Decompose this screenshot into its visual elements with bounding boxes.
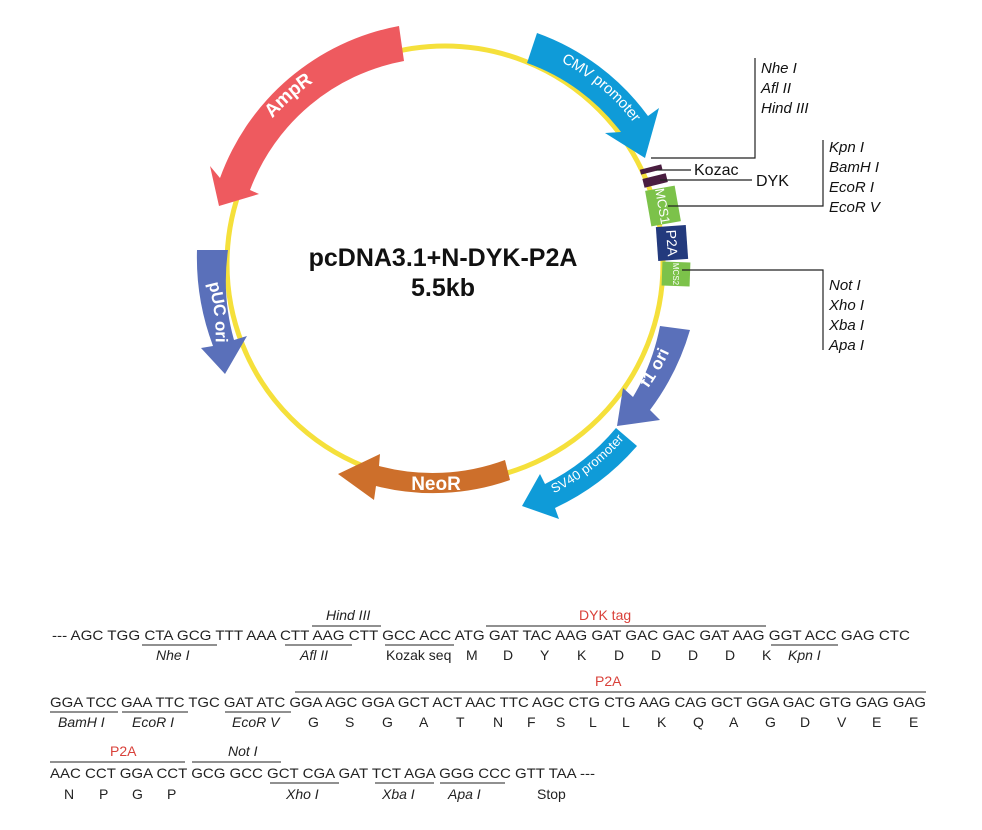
- svg-text:BamH I: BamH I: [829, 159, 879, 176]
- svg-text:Apa I: Apa I: [828, 337, 864, 354]
- seq-line2-ecori: EcoR I: [132, 714, 174, 730]
- seq-line2-bam: BamH I: [58, 714, 105, 730]
- seq-line3-stop: Stop: [537, 786, 566, 802]
- svg-text:A: A: [419, 714, 429, 730]
- svg-text:N: N: [64, 786, 74, 802]
- svg-text:A: A: [729, 714, 739, 730]
- cmv-promoter-arrow: [527, 33, 659, 158]
- svg-text:Q: Q: [693, 714, 704, 730]
- svg-text:K: K: [657, 714, 667, 730]
- svg-text:Xba I: Xba I: [828, 317, 864, 334]
- seq-line1-afl: Afl II: [299, 647, 328, 663]
- seq-line2-ecorv: EcoR V: [232, 714, 281, 730]
- svg-text:P: P: [167, 786, 176, 802]
- svg-text:EcoR I: EcoR I: [829, 179, 874, 196]
- p2a-label: P2A: [663, 229, 681, 257]
- svg-text:Y: Y: [540, 647, 550, 663]
- seq-line2-label-p2a: P2A: [595, 673, 622, 689]
- svg-text:D: D: [725, 647, 735, 663]
- svg-text:Xho I: Xho I: [828, 297, 864, 314]
- plasmid-title: pcDNA3.1+N-DYK-P2A: [309, 244, 578, 272]
- seq-line3-label-not: Not I: [228, 743, 258, 759]
- svg-text:Afl II: Afl II: [760, 80, 791, 97]
- seq-line3-aa: N P G P: [64, 786, 176, 802]
- seq-line1-nhe: Nhe I: [156, 647, 190, 663]
- p2a-block: [655, 224, 689, 262]
- dyk-block: [642, 173, 668, 188]
- svg-text:Hind III: Hind III: [761, 100, 809, 117]
- mcs2-block: [661, 261, 691, 287]
- seq-line3-apa: Apa I: [447, 786, 481, 802]
- svg-text:Nhe I: Nhe I: [761, 60, 797, 77]
- svg-text:M: M: [466, 647, 478, 663]
- svg-text:D: D: [503, 647, 513, 663]
- seq-line2-aa: G S G A T N F S L L K Q A G D V E E: [308, 714, 918, 730]
- puc-ori-arrow: [196, 250, 247, 374]
- svg-text:V: V: [837, 714, 847, 730]
- callout-group-3: Not I Xho I Xba I Apa I: [828, 277, 864, 354]
- seq-line1-aa: M D Y K D D D D K: [466, 647, 772, 663]
- svg-text:G: G: [765, 714, 776, 730]
- svg-text:F: F: [527, 714, 536, 730]
- svg-text:D: D: [614, 647, 624, 663]
- sv40-promoter-arrow: [522, 428, 637, 519]
- svg-text:K: K: [762, 647, 772, 663]
- svg-text:Not I: Not I: [829, 277, 861, 294]
- seq-line1-codons: --- AGC TGG CTA GCG TTT AAA CTT AAG CTT …: [52, 627, 910, 643]
- kozak-block: [639, 164, 663, 175]
- svg-text:G: G: [382, 714, 393, 730]
- svg-text:E: E: [872, 714, 881, 730]
- svg-text:L: L: [622, 714, 630, 730]
- svg-text:K: K: [577, 647, 587, 663]
- svg-text:G: G: [132, 786, 143, 802]
- svg-text:T: T: [456, 714, 465, 730]
- f1-ori-arrow: [617, 326, 690, 426]
- svg-text:D: D: [651, 647, 661, 663]
- seq-line3-label-p2a: P2A: [110, 743, 137, 759]
- callout-group-2: Kpn I BamH I EcoR I EcoR V: [829, 139, 882, 216]
- seq-line2-codons: GGA TCC GAA TTC TGC GAT ATC GGA AGC GGA …: [50, 694, 926, 710]
- svg-text:Kpn I: Kpn I: [829, 139, 864, 156]
- svg-text:S: S: [345, 714, 354, 730]
- svg-text:EcoR V: EcoR V: [829, 199, 882, 216]
- callout-group-1: Nhe I Afl II Hind III: [760, 60, 809, 117]
- mcs2-label: MCS2: [671, 263, 680, 286]
- callout-lines: [651, 58, 824, 350]
- svg-text:G: G: [308, 714, 319, 730]
- neor-label: NeoR: [411, 474, 461, 495]
- ampr-arrow: [210, 26, 404, 206]
- mcs1-block: [645, 185, 681, 227]
- svg-text:S: S: [556, 714, 565, 730]
- seq-line3-xho: Xho I: [285, 786, 319, 802]
- svg-text:E: E: [909, 714, 918, 730]
- seq-line1-kozak: Kozak seq: [386, 647, 451, 663]
- mcs1-label: MCS1: [652, 187, 673, 225]
- seq-line1-label-hind: Hind III: [326, 607, 370, 623]
- neor-arrow: [338, 454, 510, 500]
- svg-text:D: D: [800, 714, 810, 730]
- seq-line1-label-dyk: DYK tag: [579, 607, 631, 623]
- seq-line3-xba: Xba I: [381, 786, 415, 802]
- svg-text:P: P: [99, 786, 108, 802]
- plasmid-size: 5.5kb: [411, 274, 475, 302]
- callout-kozac: Kozac: [694, 162, 738, 179]
- seq-line1-kpn: Kpn I: [788, 647, 821, 663]
- svg-text:L: L: [589, 714, 597, 730]
- svg-text:D: D: [688, 647, 698, 663]
- callout-dyk: DYK: [756, 173, 789, 190]
- svg-text:N: N: [493, 714, 503, 730]
- seq-line3-codons: AAC CCT GGA CCT GCG GCC GCT CGA GAT TCT …: [50, 765, 595, 781]
- sequence-panel: Hind III DYK tag --- AGC TGG CTA GCG TTT…: [50, 607, 926, 802]
